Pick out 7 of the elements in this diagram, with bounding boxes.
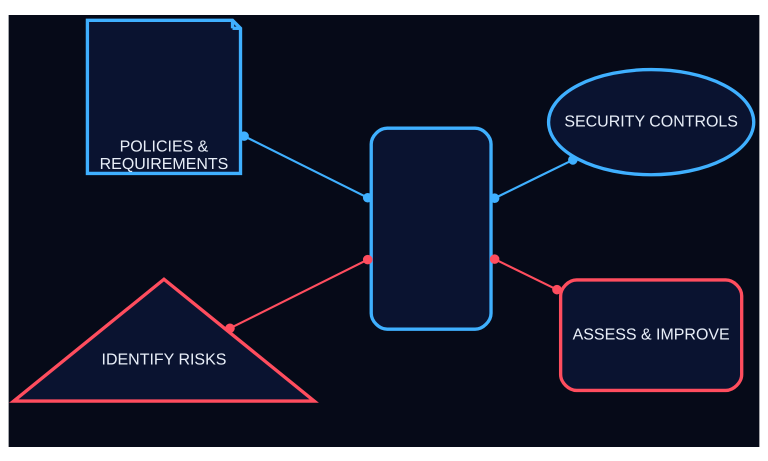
node-ellipse: SECURITY CONTROLS (546, 67, 756, 176)
connector (490, 254, 562, 294)
connector (225, 254, 372, 333)
node-box (370, 126, 493, 330)
connector (490, 154, 578, 202)
node-box: ASSESS & IMPROVE (558, 278, 744, 392)
connector (239, 130, 373, 202)
